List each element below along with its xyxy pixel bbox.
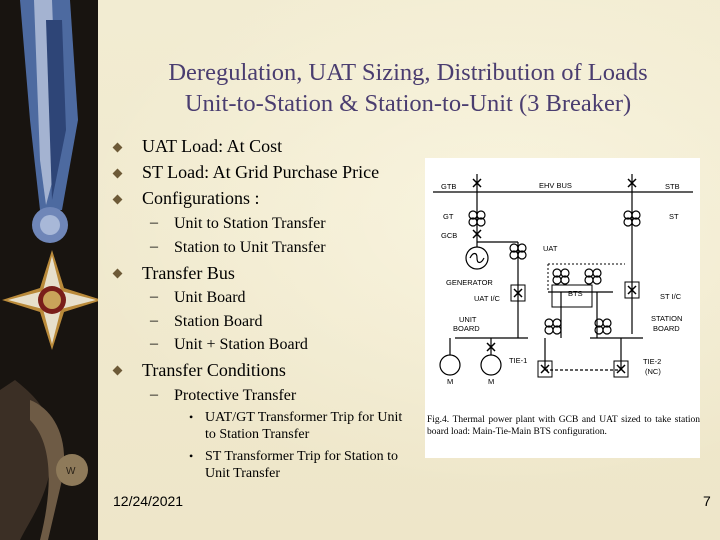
subbullet-station-to-unit: Station to Unit Transfer — [174, 239, 326, 256]
bullet-configurations: Configurations : — [142, 188, 260, 208]
dash-icon: – — [150, 386, 158, 403]
label-uat-ic: UAT I/C — [474, 294, 501, 303]
unit-board-transformer-icon — [544, 318, 562, 335]
label-gcb: GCB — [441, 231, 457, 240]
tie1-breaker-box — [537, 360, 553, 378]
dash-icon: – — [150, 288, 158, 305]
footer-date: 12/24/2021 — [113, 493, 184, 509]
label-gt: GT — [443, 212, 454, 221]
st-transformer-icon — [623, 210, 641, 227]
label-motor-1: M — [447, 377, 453, 386]
subbullet-station-board: Station Board — [174, 313, 263, 330]
label-unit-board-1: UNIT — [459, 315, 477, 324]
uat-ic-breaker-icon — [513, 288, 523, 298]
dash-icon: – — [150, 238, 158, 255]
bts-transformer-left-icon — [552, 268, 570, 285]
dash-icon: – — [150, 312, 158, 329]
label-generator: GENERATOR — [446, 278, 493, 287]
title-line-2: Unit-to-Station & Station-to-Unit (3 Bre… — [184, 90, 632, 117]
label-station-board-2: BOARD — [653, 324, 680, 333]
motor-1-icon — [439, 354, 461, 376]
tie1-breaker-icon — [540, 364, 550, 374]
gt-transformer-icon — [468, 210, 486, 227]
label-ehv-bus: EHV BUS — [539, 181, 572, 190]
st-ic-breaker-box — [624, 281, 640, 299]
label-bts: BTS — [568, 289, 583, 298]
medal-decoration-image: W — [0, 0, 98, 540]
station-board-transformer-icon — [594, 318, 612, 335]
dot-icon: • — [189, 410, 194, 424]
subsubbullet-uat-gt-trip: UAT/GT Transformer Trip for Unit to Stat… — [205, 410, 403, 442]
subbullet-protective-transfer: Protective Transfer — [174, 387, 297, 404]
label-motor-2: M — [488, 377, 494, 386]
dot-icon: • — [189, 449, 194, 463]
gcb-breaker-icon — [472, 229, 482, 239]
tie2-breaker-icon — [616, 364, 626, 374]
label-unit-board-2: BOARD — [453, 324, 480, 333]
page-number: 7 — [703, 493, 711, 509]
bts-transformer-right-icon — [584, 268, 602, 285]
dash-icon: – — [150, 214, 158, 231]
label-stb: STB — [665, 182, 680, 191]
tie2-breaker-box — [613, 360, 629, 378]
title-line-1: Deregulation, UAT Sizing, Distribution o… — [168, 59, 648, 86]
svg-text:W: W — [66, 466, 76, 477]
bullet-uat-load: UAT Load: At Cost — [142, 136, 283, 156]
label-uat: UAT — [543, 244, 558, 253]
label-st-ic: ST I/C — [660, 292, 682, 301]
label-station-board-1: STATION — [651, 314, 682, 323]
dash-icon: – — [150, 335, 158, 352]
label-st: ST — [669, 212, 679, 221]
st-ic-breaker-icon — [627, 285, 637, 295]
bullet-transfer-bus: Transfer Bus — [142, 263, 235, 283]
subbullet-unit-to-station: Unit to Station Transfer — [174, 215, 326, 232]
subbullet-unit-station-board: Unit + Station Board — [174, 336, 308, 353]
label-gtb: GTB — [441, 182, 456, 191]
bullet-st-load: ST Load: At Grid Purchase Price — [142, 162, 380, 182]
figure-caption: Fig.4. Thermal power plant with GCB and … — [425, 410, 700, 458]
diagram-svg: GTB EHV BUS STB GT ST GCB UAT GENERATOR … — [433, 174, 693, 386]
stb-breaker-icon — [627, 178, 637, 188]
single-line-diagram: GTB EHV BUS STB GT ST GCB UAT GENERATOR … — [425, 158, 700, 410]
label-tie2-2: (NC) — [645, 367, 661, 376]
motor2-breaker-icon — [486, 342, 496, 352]
bts-box — [551, 284, 593, 308]
uat-ic-breaker-box — [510, 284, 526, 302]
motor-2-icon — [480, 354, 502, 376]
label-tie2-1: TIE-2 — [643, 357, 661, 366]
bullet-transfer-conditions: Transfer Conditions — [142, 360, 286, 380]
uat-transformer-icon — [509, 243, 527, 260]
label-tie1: TIE-1 — [509, 356, 527, 365]
generator-icon — [465, 246, 489, 270]
gtb-breaker-icon — [472, 178, 482, 188]
subbullet-unit-board: Unit Board — [174, 289, 246, 306]
slide-title: Deregulation, UAT Sizing, Distribution o… — [108, 57, 708, 119]
subsubbullet-st-trip: ST Transformer Trip for Station to Unit … — [205, 449, 399, 481]
